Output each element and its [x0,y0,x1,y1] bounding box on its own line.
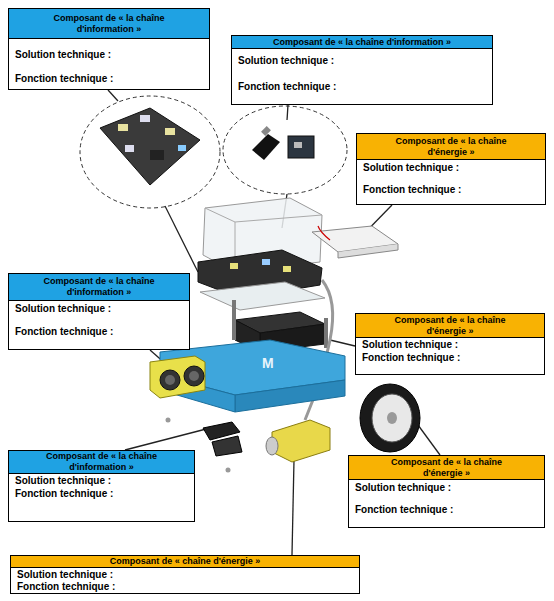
callout-header: Composant de « la chaîne d'information » [9,451,194,474]
motor [272,420,330,462]
leader-line [108,90,118,101]
field-label: Solution technique : [15,49,111,61]
field-label: Solution technique : [355,482,451,494]
motor-end [266,437,278,455]
leader-line [292,460,294,555]
wheel-hub [387,412,397,424]
leader-line [125,428,210,450]
callout-header: Composant de « la chaîne d'information » [9,9,209,39]
callout-heading: Composant de « la chaîne d'énergie » [387,457,507,479]
callout-heading: Composant de « la chaîne d'énergie » [390,315,510,337]
connector [262,259,270,265]
field-label: Fonction technique : [15,488,113,500]
screw [226,468,231,473]
acrylic-plate [200,282,325,310]
wheel-rim [372,394,412,442]
callout-box: Composant de « la chaîne d'information »… [231,35,493,105]
field-label: Fonction technique : [15,73,113,85]
callout-box: Composant de « la chaîne d'énergie » Solu… [356,133,546,205]
callout-box: Composant de « la chaîne d'énergie » Solu… [355,313,545,375]
callout-heading: Composant de « la chaîne d'information » [34,276,164,298]
wire [318,226,330,240]
callout-header: Composant de « la chaîne d'information » [9,274,189,301]
usb-plug [261,126,271,136]
chip [150,150,164,160]
line-follower-bracket [212,436,242,456]
sensor-eye [184,366,204,386]
field-label: Solution technique : [238,55,334,67]
connector [140,115,150,122]
field-label: Fonction technique : [362,352,460,364]
leader-line [330,340,355,346]
connector [125,145,134,152]
battery-pack-side [338,244,398,258]
board-shape [100,108,200,185]
callout-box: Composant de « la chaîne d'information »… [8,450,195,522]
field-label: Fonction technique : [238,81,336,93]
standoff [232,300,236,340]
connector [165,128,175,135]
leader-line [165,206,198,272]
screw [166,418,171,423]
callout-heading: Composant de « la chaîne d'information » [37,451,167,473]
field-label: Fonction technique : [15,326,113,338]
wireless-module [288,136,314,158]
callout-header: Composant de « chaîne d'énergie » [11,556,359,568]
callout-box: Composant de « la chaîne d'énergie » Solu… [348,455,545,528]
callout-heading: Composant de « la chaîne d'information » [44,13,174,35]
chassis-side [235,380,345,412]
field-label: Fonction technique : [363,184,461,196]
sensor-eye [160,370,180,390]
leader-line [287,105,288,120]
field-label: Solution technique : [362,339,458,351]
wheel-tyre [360,384,420,452]
connector [230,263,238,269]
field-label: Solution technique : [15,475,111,487]
dongle-zoom [252,126,314,160]
connector [178,145,186,151]
callout-box: Composant de « la chaîne d'information »… [8,8,210,90]
sensor-eye-inner [189,371,199,381]
leader-line [418,425,440,455]
field-label: Fonction technique : [17,581,115,593]
callout-heading: Composant de « la chaîne d'information » [273,37,451,48]
shell-edge [205,208,322,222]
chip [294,142,302,148]
zoom-ellipse [80,96,220,208]
callout-box: Composant de « chaîne d'énergie » Solutio… [10,555,360,594]
callout-heading: Composant de « chaîne d'énergie » [110,556,261,567]
callout-header: Composant de « la chaîne d'énergie » [349,456,544,480]
connector [118,124,128,131]
connector [283,266,291,272]
callout-box: Composant de « la chaîne d'information »… [8,273,190,350]
standoff [324,318,328,348]
field-label: Solution technique : [363,162,459,174]
callout-header: Composant de « la chaîne d'énergie » [356,314,544,338]
callout-heading: Composant de « la chaîne d'énergie » [391,136,511,158]
field-label: Solution technique : [17,569,113,581]
field-label: Fonction technique : [355,504,453,516]
logo-letter: M [262,355,274,371]
field-label: Solution technique : [15,303,111,315]
board-zoom [100,108,200,185]
callout-header: Composant de « la chaîne d'information » [232,36,492,49]
zoom-ellipse [223,106,347,194]
sensor-eye-inner [165,375,175,385]
usb-dongle [252,134,280,160]
callout-header: Composant de « la chaîne d'énergie » [357,134,545,160]
ultrasonic-sensor [150,356,205,398]
